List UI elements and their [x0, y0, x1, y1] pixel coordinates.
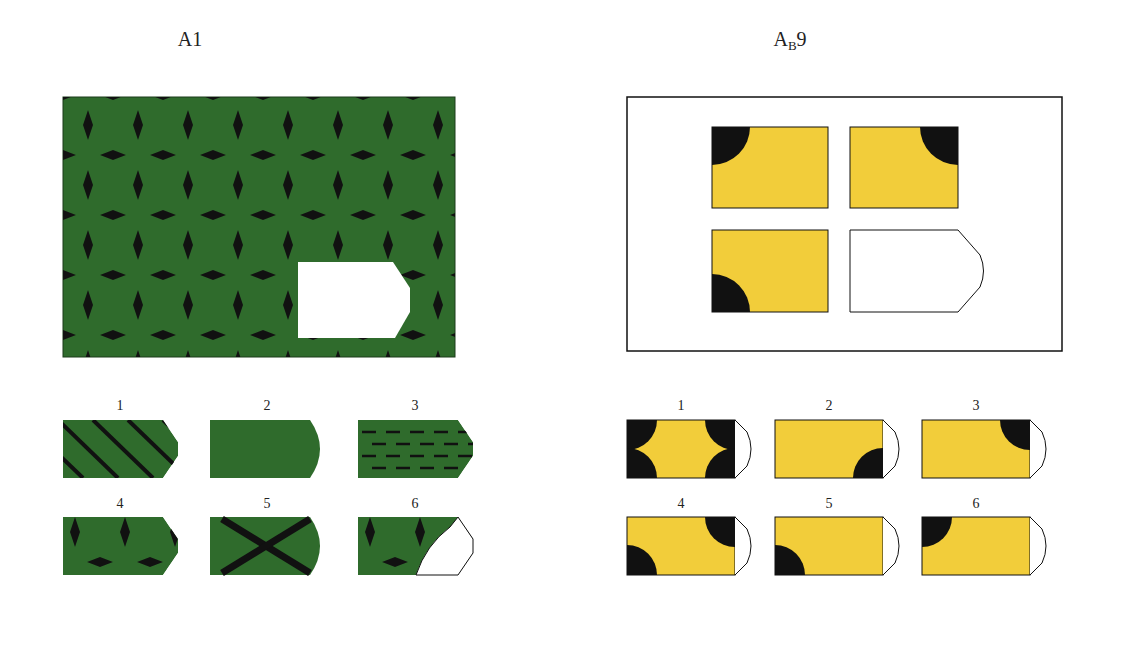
option-number: 1	[678, 398, 685, 413]
panel-title: 9	[797, 28, 807, 50]
cross-lines	[222, 519, 310, 573]
dash-rows	[362, 432, 473, 468]
option-shape	[358, 420, 473, 478]
panel-title-subscript: B	[788, 38, 797, 53]
option-1	[23, 420, 223, 478]
diamond-pattern	[358, 517, 473, 575]
option-number: 4	[117, 496, 124, 511]
option-number: 2	[264, 398, 271, 413]
panel-title: A	[773, 28, 787, 50]
option-number: 6	[973, 496, 980, 511]
option-number: 6	[412, 496, 419, 511]
option-shape	[358, 517, 473, 575]
option-6	[922, 517, 1046, 575]
option-number: 3	[412, 398, 419, 413]
option-number: 4	[678, 496, 685, 511]
option-2	[775, 420, 899, 478]
option-1	[627, 420, 751, 478]
option-4	[627, 517, 751, 575]
matrix-frame	[627, 97, 1062, 351]
cell-top-right	[850, 127, 958, 208]
option-3	[358, 420, 473, 478]
panel-title: A1	[178, 28, 202, 50]
option-5	[775, 517, 899, 575]
option-shape	[63, 517, 178, 575]
frame	[627, 97, 1062, 351]
option-number: 3	[973, 398, 980, 413]
diamond-pattern	[63, 97, 455, 357]
option-5	[210, 517, 320, 575]
panel-title-group: AB9	[773, 28, 806, 53]
option-4	[63, 517, 178, 575]
missing-piece	[298, 262, 410, 338]
diagonal-stripes	[23, 420, 223, 478]
pattern-board	[63, 97, 455, 357]
missing-cell	[850, 230, 984, 312]
cell-top-left	[712, 127, 828, 208]
green-board	[63, 97, 455, 357]
option-number: 5	[264, 496, 271, 511]
option-6	[358, 517, 473, 575]
option-number: 2	[826, 398, 833, 413]
option-3	[922, 420, 1046, 478]
option-2	[210, 420, 320, 478]
option-shape	[210, 420, 320, 478]
option-shape	[210, 517, 320, 575]
option-number: 1	[117, 398, 124, 413]
cell-bottom-left	[712, 230, 828, 312]
white-cutout	[416, 517, 473, 575]
diamond-pattern	[63, 517, 178, 575]
option-number: 5	[826, 496, 833, 511]
